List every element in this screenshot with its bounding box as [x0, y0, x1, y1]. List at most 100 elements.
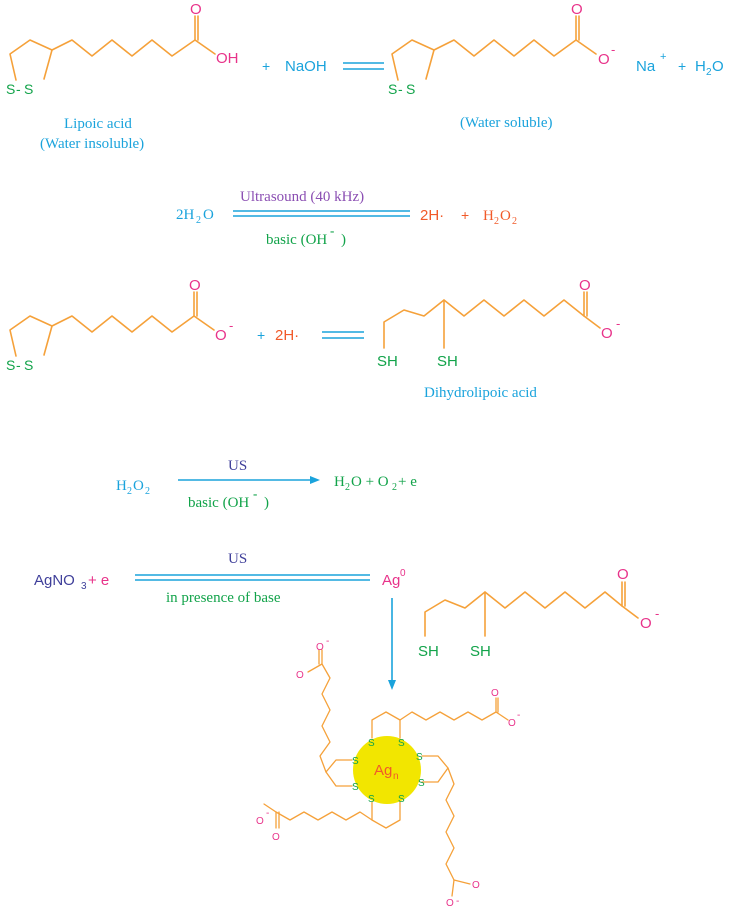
sulfur-atom: S [398, 738, 405, 749]
sulfur-atom: S [388, 81, 397, 97]
ultrasound-condition: Ultrasound (40 kHz) [240, 189, 364, 205]
sodium-hydroxide: NaOH [285, 58, 327, 75]
thiol-group: SH [377, 353, 398, 370]
carboxylate-oxygen: O [215, 327, 227, 344]
sulfur-atom: S [352, 756, 359, 767]
sulfur-atom: S [24, 357, 33, 373]
basic-condition: basic (OH [188, 495, 249, 511]
peroxide-o: O [500, 208, 511, 224]
bracket-close: ) [341, 232, 346, 248]
negative-charge: - [517, 710, 520, 721]
ultrasound-condition: US [228, 458, 247, 474]
negative-charge: - [655, 606, 659, 621]
peroxide-subscript: 2 [145, 486, 150, 497]
base-condition: in presence of base [166, 590, 281, 606]
salt-solubility: (Water soluble) [460, 115, 553, 131]
nanoparticle-label: Ag [374, 762, 392, 779]
carbonyl-oxygen: O [617, 566, 629, 583]
bond-dash: - [398, 81, 403, 97]
arrow-head [388, 680, 396, 690]
lipoic-acid-structure: S - S O OH [6, 1, 239, 97]
oxidation-state: 0 [400, 568, 406, 579]
nitrate-subscript: 3 [81, 581, 87, 592]
sulfur-atom: S [416, 752, 423, 763]
dihydrolipoate-structure: SH SH O O - [418, 566, 659, 660]
carboxylate-oxygen: O [508, 718, 516, 729]
bracket-close: ) [264, 495, 269, 511]
sulfur-atom: S [6, 357, 15, 373]
silver-nitrate: AgNO [34, 572, 75, 589]
plus-sign: + [262, 58, 270, 74]
water-h: H [695, 58, 706, 75]
silver-atom: Ag [382, 572, 400, 589]
water-o: O [203, 207, 214, 223]
hydroxide-charge: - [253, 486, 257, 501]
thiol-group: SH [437, 353, 458, 370]
lipoate-salt-structure: S - S O O - [388, 1, 615, 97]
carboxylate-oxygen: O [640, 615, 652, 632]
carbonyl-oxygen: O [190, 1, 202, 18]
negative-charge: - [326, 636, 329, 647]
dihydrolipoic-acid-name: Dihydrolipoic acid [424, 385, 537, 401]
carbonyl-oxygen: O [189, 277, 201, 294]
carboxylate-oxygen: O [598, 51, 610, 68]
bond-dash: - [16, 357, 21, 373]
sulfur-atom: S [6, 81, 15, 97]
lipoic-acid-solubility: (Water insoluble) [40, 136, 144, 152]
peroxide-subscript: 2 [512, 216, 517, 227]
hydroxide-charge: - [330, 223, 334, 238]
lipoate-structure: S - S O O - [6, 277, 233, 373]
nanoparticle-subscript: n [393, 771, 399, 782]
sodium-ion: Na [636, 58, 656, 75]
sulfur-atom: S [368, 738, 375, 749]
basic-condition: basic (OH [266, 232, 327, 248]
peroxide-h: H [483, 208, 494, 224]
negative-charge: - [616, 316, 620, 331]
silver-nanoparticle [353, 736, 421, 804]
carboxylate-oxygen: O [446, 898, 454, 909]
plus-sign: + [678, 58, 686, 74]
electron-plus: + e [88, 572, 109, 589]
sulfur-atom: S [406, 81, 415, 97]
carbonyl-oxygen: O [579, 277, 591, 294]
bond-dash: - [16, 81, 21, 97]
arrow-head [310, 476, 320, 484]
lipoic-acid-name: Lipoic acid [64, 116, 132, 132]
carbonyl-oxygen: O [296, 670, 304, 681]
hydroxyl-label: OH [216, 50, 239, 67]
sulfur-atom: S [418, 778, 425, 789]
water-h: H [334, 474, 345, 490]
electron-text: + e [398, 474, 417, 490]
carbonyl-oxygen: O [272, 832, 280, 843]
water-reactant: 2H [176, 207, 195, 223]
sulfur-atom: S [24, 81, 33, 97]
ultrasound-condition: US [228, 551, 247, 567]
hydrogen-radical: 2H· [275, 327, 299, 344]
water-subscript: 2 [706, 67, 712, 78]
peroxide-subscript: 2 [494, 216, 499, 227]
plus-sign: + [461, 207, 469, 223]
thiol-group: SH [418, 643, 439, 660]
negative-charge: - [456, 896, 459, 907]
peroxide-subscript: 2 [127, 486, 132, 497]
sulfur-atom: S [368, 794, 375, 805]
water-subscript: 2 [196, 215, 201, 226]
carboxylate-oxygen: O [256, 816, 264, 827]
products-text: O + O [351, 474, 389, 490]
carboxylate-oxygen: O [601, 325, 613, 342]
dihydrolipoic-acid-structure: SH SH O O - [377, 277, 620, 370]
peroxide-h: H [116, 478, 127, 494]
hydrogen-radical: 2H· [420, 207, 444, 224]
sulfur-atom: S [398, 794, 405, 805]
oxygen-subscript: 2 [392, 482, 397, 493]
carbonyl-oxygen: O [571, 1, 583, 18]
carbonyl-oxygen: O [472, 880, 480, 891]
peroxide-o: O [133, 478, 144, 494]
plus-sign: + [257, 327, 265, 343]
water-subscript: 2 [345, 482, 350, 493]
negative-charge: - [611, 42, 615, 57]
thiol-group: SH [470, 643, 491, 660]
sulfur-atom: S [352, 782, 359, 793]
water-o: O [712, 58, 724, 75]
